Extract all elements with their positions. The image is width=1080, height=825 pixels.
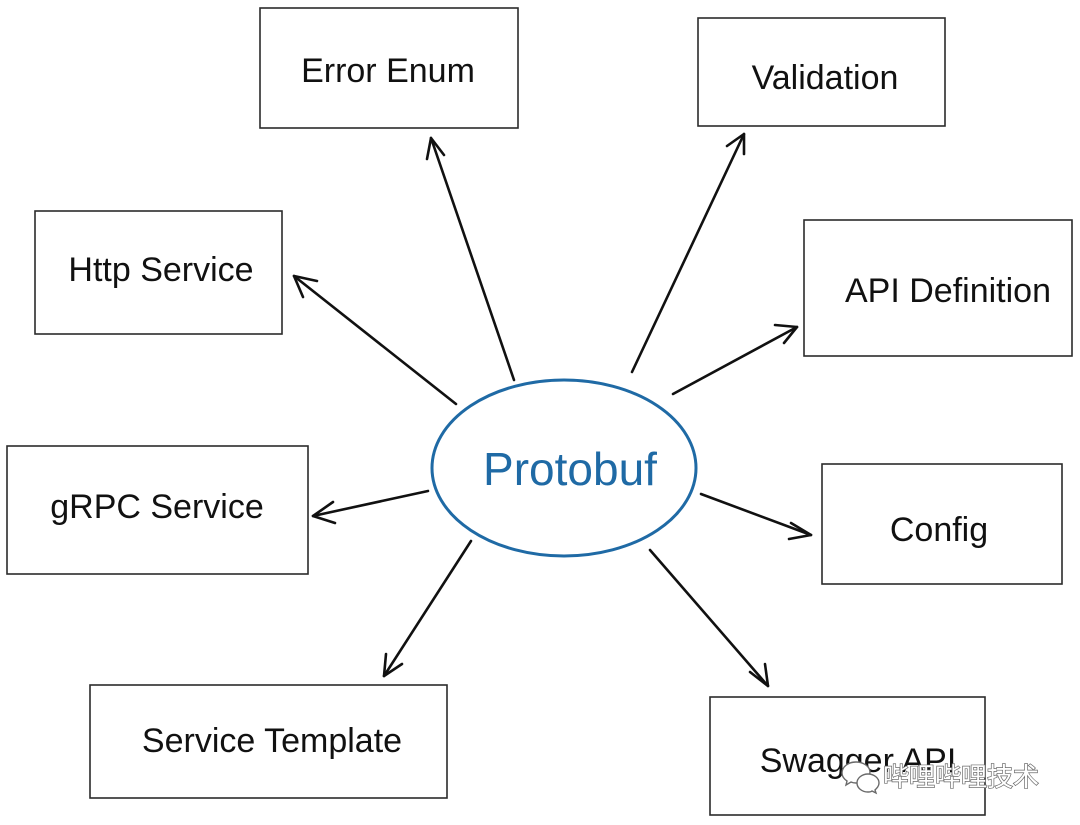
edge-to-config <box>699 492 813 541</box>
node-grpc-service-label: gRPC Service <box>50 488 264 526</box>
edge-to-swagger-api <box>648 548 770 688</box>
edge-to-service-template <box>382 539 473 678</box>
edge-to-api-definition <box>671 323 799 396</box>
watermark-text: 哔哩哔哩技术 <box>883 763 1039 793</box>
node-validation: Validation <box>697 17 946 127</box>
wechat-icon <box>841 761 880 795</box>
edge-to-validation <box>630 132 746 374</box>
node-swagger-api: Swagger API <box>709 696 986 816</box>
node-error-enum-label: Error Enum <box>301 52 475 90</box>
edge-to-error-enum <box>425 136 516 382</box>
node-api-definition: API Definition <box>803 219 1073 357</box>
node-config: Config <box>821 463 1063 585</box>
node-http-service-label: Http Service <box>68 251 253 289</box>
node-service-template: Service Template <box>89 684 448 799</box>
node-validation-label: Validation <box>752 59 899 97</box>
protobuf-label: Protobuf <box>483 443 657 495</box>
node-error-enum: Error Enum <box>259 7 519 129</box>
watermark: 哔哩哔哩技术 <box>841 761 1040 795</box>
node-http-service: Http Service <box>34 210 283 335</box>
node-config-label: Config <box>890 511 988 549</box>
node-grpc-service: gRPC Service <box>6 445 309 575</box>
node-api-definition-label: API Definition <box>845 272 1051 310</box>
protobuf-center-node: Protobuf <box>430 378 698 558</box>
edge-to-http-service <box>292 274 458 406</box>
node-service-template-label: Service Template <box>142 722 402 760</box>
edge-to-grpc-service <box>311 489 430 525</box>
